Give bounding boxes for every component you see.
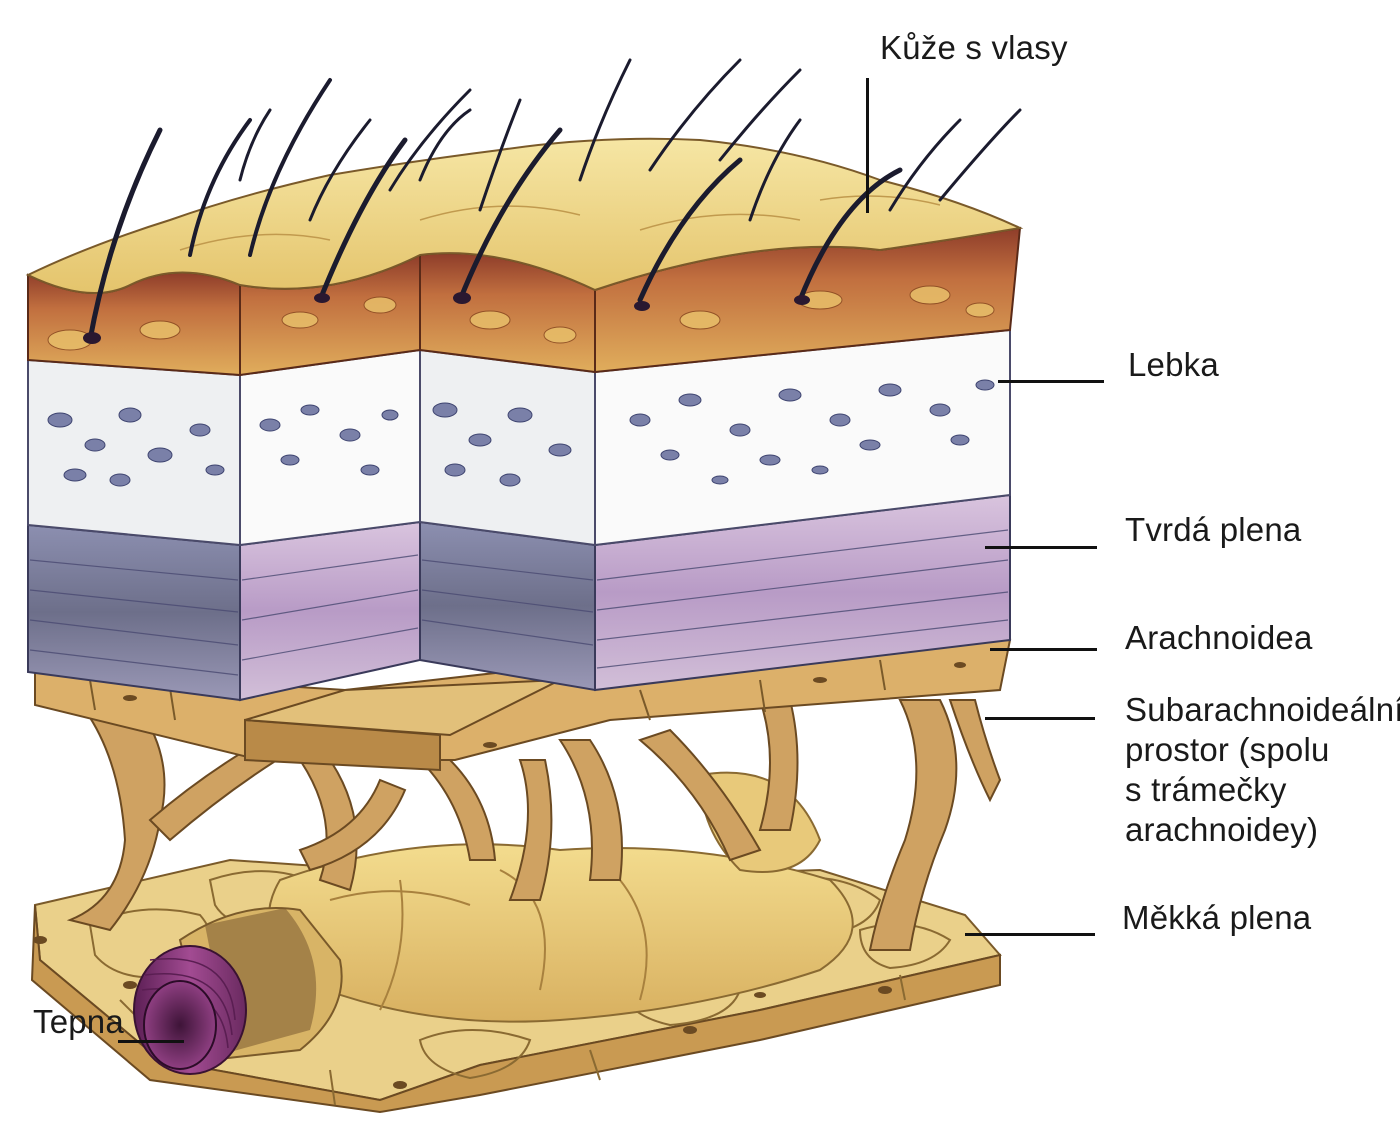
skull-leader	[998, 380, 1104, 383]
skull-label: Lebka	[1128, 346, 1219, 383]
subarachnoid-label-line-3: s trámečky	[1125, 771, 1287, 808]
dura-mater-layer	[27, 493, 1011, 702]
hair-strands	[87, 58, 1022, 343]
dura-mater-label: Tvrdá plena	[1125, 511, 1302, 548]
subarachnoid-leader	[985, 717, 1095, 720]
artery-leader	[118, 1040, 184, 1043]
skin-layer	[25, 137, 1024, 377]
subarachnoid-label-line-4: arachnoidey)	[1125, 811, 1319, 848]
arachnoid-label: Arachnoidea	[1125, 619, 1313, 656]
arachnoid-leader	[990, 648, 1097, 651]
subarachnoid-label-line-2: prostor (spolu	[1125, 731, 1330, 768]
subarachnoid-space-label: Subarachnoideální prostor (spolu s tráme…	[1125, 690, 1400, 850]
tissue-block	[25, 58, 1024, 702]
skull-layer	[27, 328, 1011, 547]
pia-mater-label: Měkká plena	[1122, 899, 1312, 936]
pia-mater-leader	[965, 933, 1095, 936]
subarachnoid-label-line-1: Subarachnoideální	[1125, 691, 1400, 728]
dura-mater-leader	[985, 546, 1097, 549]
skin-hair-leader	[866, 78, 869, 213]
skin-hair-label: Kůže s vlasy	[880, 29, 1068, 66]
hair-follicles	[83, 292, 810, 344]
artery-label: Tepna	[33, 1003, 124, 1040]
subarachnoid-trabeculae	[66, 699, 1002, 951]
